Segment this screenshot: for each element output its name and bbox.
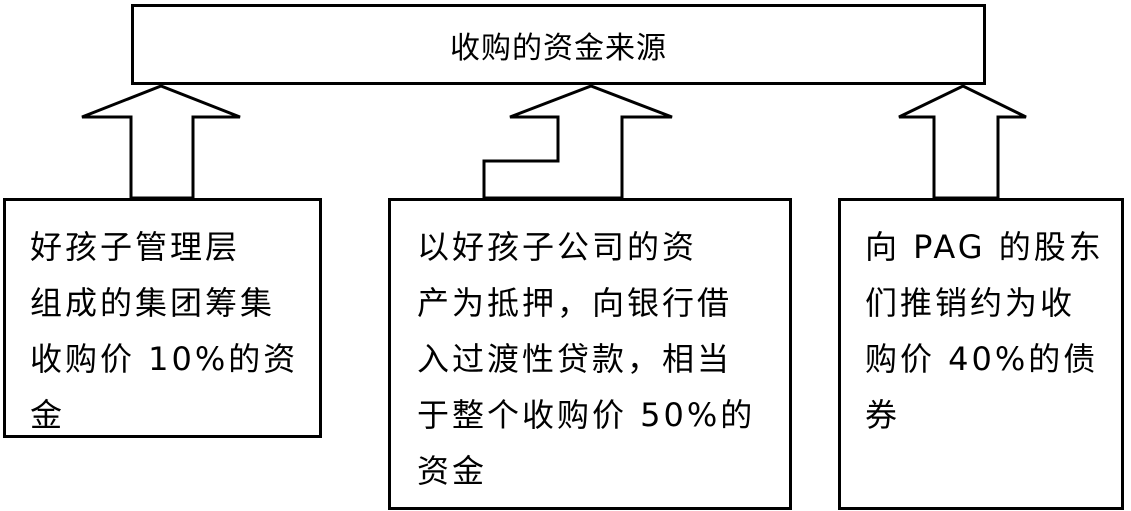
arrow-middle <box>482 84 673 200</box>
source-box-bank-loan: 以好孩子公司的资 产为抵押，向银行借 入过渡性贷款，相当 于整个收购价 50%的… <box>388 198 792 510</box>
source-text-line: 券 <box>865 396 901 434</box>
arrow-left <box>81 84 241 200</box>
source-text-line: 收购价 10%的资 <box>30 340 299 378</box>
source-text-line: 购价 40%的债 <box>865 340 1099 378</box>
diagram-title: 收购的资金来源 <box>450 30 667 66</box>
arrow-right <box>898 84 1027 200</box>
source-text-line: 好孩子管理层 <box>30 228 241 266</box>
source-text-line: 金 <box>30 396 66 434</box>
source-box-management: 好孩子管理层 组成的集团筹集 收购价 10%的资 金 <box>3 198 322 438</box>
source-text-line: 们推销约为收 <box>865 284 1076 322</box>
source-text-line: 向 PAG 的股东 <box>865 228 1104 266</box>
source-text-line: 组成的集团筹集 <box>30 284 276 322</box>
source-text-line: 以好孩子公司的资 <box>417 228 698 266</box>
source-box-bonds: 向 PAG 的股东 们推销约为收 购价 40%的债 券 <box>838 198 1124 510</box>
source-text-line: 产为抵押，向银行借 <box>417 284 733 322</box>
source-text-line: 入过渡性贷款，相当 <box>417 340 733 378</box>
source-text-line: 于整个收购价 50%的 <box>417 396 756 434</box>
funding-sources-box: 收购的资金来源 <box>131 4 986 85</box>
source-text-line: 资金 <box>417 452 488 490</box>
